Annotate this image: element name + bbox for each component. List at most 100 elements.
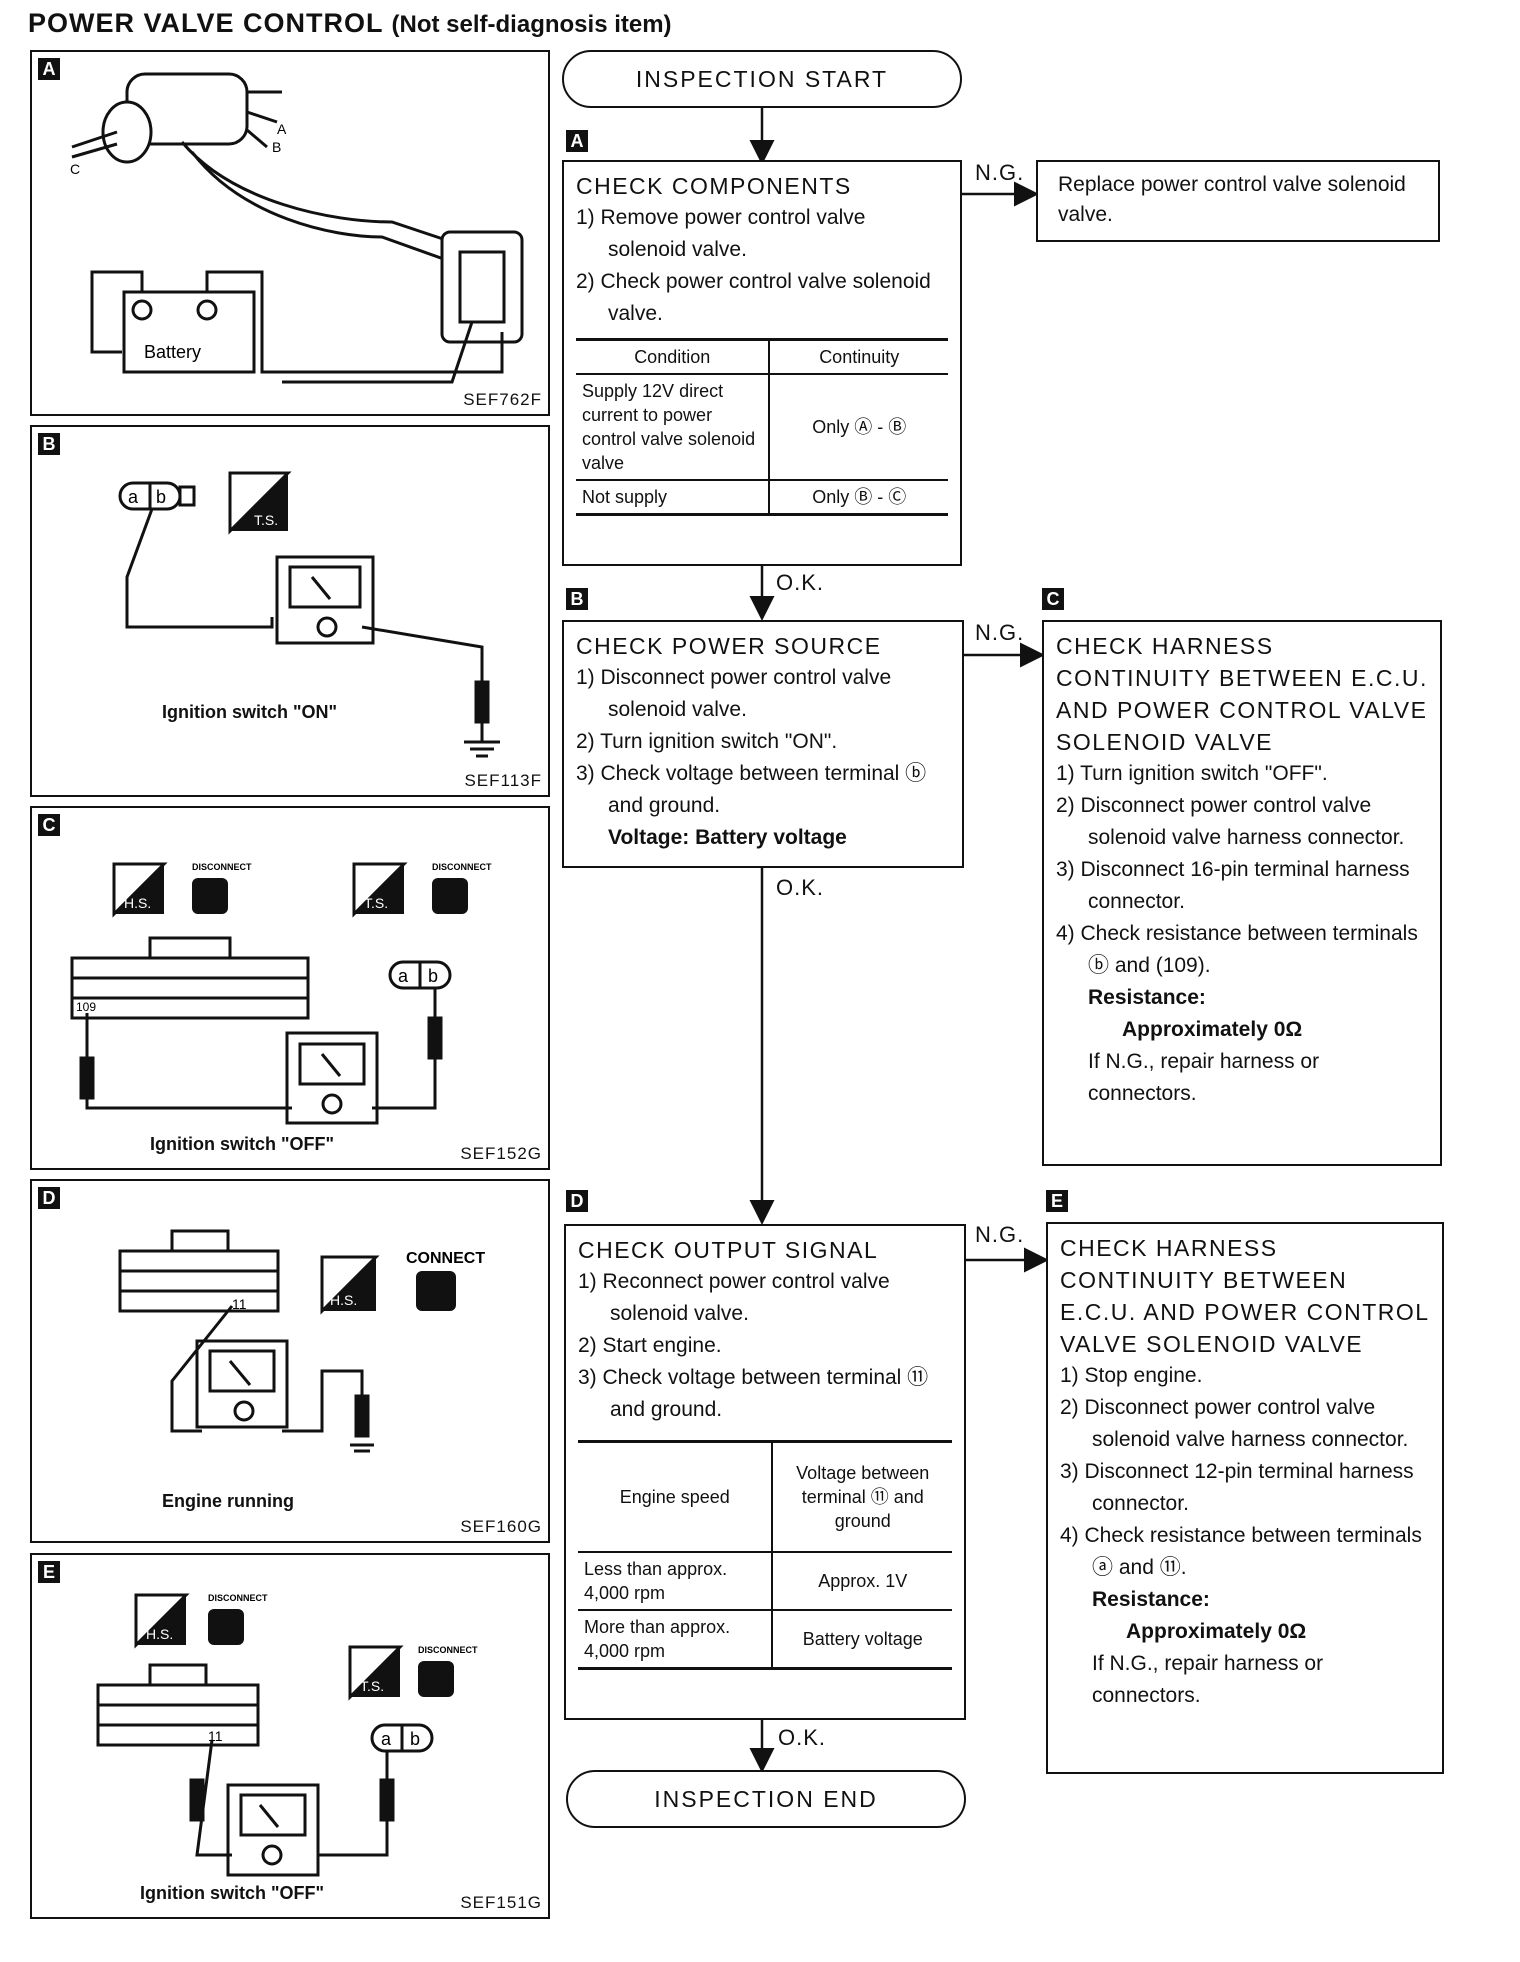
panel-tag: A xyxy=(38,58,60,80)
inspection-end: INSPECTION END xyxy=(566,1770,966,1828)
ng-label: N.G. xyxy=(975,160,1025,185)
step-check-components: CHECK COMPONENTS 1) Remove power control… xyxy=(562,160,962,566)
disconnect-label: DISCONNECT xyxy=(418,1645,478,1655)
table-cell: More than approx. 4,000 rpm xyxy=(578,1610,774,1669)
figure-panel-a: A Battery A B xyxy=(30,50,550,416)
ohmmeter-diagram: H.S. T.S. DISCONNECT DISCONNECT 109 a b xyxy=(70,862,492,1125)
table-header: Condition xyxy=(576,339,771,374)
pin-109: 109 xyxy=(76,1000,96,1014)
table-cell: Supply 12V direct current to power contr… xyxy=(576,374,771,480)
step-line: 3) Check voltage between terminal ⑪ and … xyxy=(578,1366,929,1421)
battery-label: Battery xyxy=(144,342,201,362)
panel-tag: E xyxy=(38,1561,60,1583)
table-cell: Only Ⓐ - Ⓑ xyxy=(812,417,907,437)
ng-label: N.G. xyxy=(975,620,1025,645)
resistance-value: Approximately 0Ω xyxy=(1126,1620,1307,1643)
panel-tag: C xyxy=(38,814,60,836)
disconnect-label: DISCONNECT xyxy=(208,1593,268,1603)
step-tag: A xyxy=(566,130,588,152)
table-cell: Battery voltage xyxy=(802,1629,923,1649)
step-tag: C xyxy=(1042,588,1064,610)
title-sub: (Not self-diagnosis item) xyxy=(391,11,672,38)
title-main: POWER VALVE CONTROL xyxy=(28,8,384,38)
figure-code: SEF113F xyxy=(464,771,542,790)
voltage-table: Engine speed Voltage between terminal ⑪ … xyxy=(578,1440,952,1670)
ok-label: O.K. xyxy=(776,875,825,900)
step-line: 2) Check power control valve solenoid va… xyxy=(576,270,931,325)
step-line: 1) Turn ignition switch "OFF". xyxy=(1056,762,1328,785)
step-check-harness-c: CHECK HARNESS CONTINUITY BETWEEN E.C.U. … xyxy=(1042,620,1442,1166)
figure-panel-e: E 11 H.S. T.S. DISCONNECT DISCONNECT a b xyxy=(30,1553,550,1919)
step-heading: CHECK HARNESS CONTINUITY BETWEEN E.C.U. … xyxy=(1056,633,1428,755)
figure-code: SEF152G xyxy=(460,1144,542,1163)
step-note: If N.G., repair harness or connectors. xyxy=(1092,1652,1324,1707)
table-header: Voltage between terminal ⑪ and ground xyxy=(796,1463,930,1531)
step-line: 2) Disconnect power control valve soleno… xyxy=(1060,1396,1409,1451)
step-line: 4) Check resistance between terminals ⓐ … xyxy=(1060,1524,1422,1579)
connector-b: b xyxy=(428,966,438,986)
pin-c-label: C xyxy=(70,161,80,177)
resistance-label: Resistance: xyxy=(1088,986,1206,1009)
ts-label: T.S. xyxy=(360,1678,384,1694)
panel-tag: B xyxy=(38,433,60,455)
step-check-output-signal: CHECK OUTPUT SIGNAL 1) Reconnect power c… xyxy=(564,1224,966,1720)
solenoid-valve-wiring-diagram: Battery A B C xyxy=(70,72,524,384)
table-cell: Less than approx. 4,000 rpm xyxy=(578,1552,774,1610)
figure-caption: Ignition switch "ON" xyxy=(162,702,338,722)
ts-label: T.S. xyxy=(254,512,278,528)
resistance-value: Approximately 0Ω xyxy=(1122,1018,1303,1041)
figure-code: SEF160G xyxy=(460,1517,542,1536)
figure-caption: Engine running xyxy=(162,1491,294,1511)
step-check-harness-e: CHECK HARNESS CONTINUITY BETWEEN E.C.U. … xyxy=(1046,1222,1444,1774)
figure-panel-d: D 11 H.S. CONNECT Engine running SEF160G xyxy=(30,1179,550,1543)
figure-code: SEF151G xyxy=(460,1893,542,1912)
step-heading: CHECK COMPONENTS xyxy=(576,173,852,199)
table-cell: Not supply xyxy=(576,480,771,515)
connector-b: b xyxy=(410,1729,420,1749)
step-check-power-source: CHECK POWER SOURCE 1) Disconnect power c… xyxy=(562,620,964,868)
step-tag: D xyxy=(566,1190,588,1212)
output-signal-diagram: 11 H.S. CONNECT xyxy=(118,1229,485,1453)
connector-a: a xyxy=(398,966,409,986)
step-line: 4) Check resistance between terminals ⓑ … xyxy=(1056,922,1418,977)
step-heading: CHECK OUTPUT SIGNAL xyxy=(578,1237,879,1263)
table-header: Continuity xyxy=(819,347,900,367)
step-line: 2) Disconnect power control valve soleno… xyxy=(1056,794,1405,849)
connector-b: b xyxy=(156,487,166,507)
ok-label: O.K. xyxy=(778,1725,827,1750)
page-title: POWER VALVE CONTROL (Not self-diagnosis … xyxy=(28,8,672,39)
step-line: 3) Disconnect 12-pin terminal harness co… xyxy=(1060,1460,1414,1515)
step-heading: CHECK POWER SOURCE xyxy=(576,633,882,659)
connector-a: a xyxy=(128,487,139,507)
ok-label: O.K. xyxy=(776,570,825,595)
figure-panel-c: C H.S. T.S. DISCONNECT DISCONNECT 109 a … xyxy=(30,806,550,1170)
harness-resistance-diagram: 11 H.S. T.S. DISCONNECT DISCONNECT a b xyxy=(96,1593,478,1877)
step-line: 1) Disconnect power control valve soleno… xyxy=(576,666,892,721)
figure-caption: Ignition switch "OFF" xyxy=(140,1883,325,1903)
step-line: 2) Start engine. xyxy=(578,1334,722,1357)
continuity-table: Condition Continuity Supply 12V direct c… xyxy=(576,338,948,516)
table-cell: Only Ⓑ - Ⓒ xyxy=(812,487,907,507)
hs-label: H.S. xyxy=(330,1292,357,1308)
connect-label: CONNECT xyxy=(406,1250,485,1267)
step-line: 3) Disconnect 16-pin terminal harness co… xyxy=(1056,858,1410,913)
figure-panel-b: B a b T.S. Ignition switch "ON" SEF113F xyxy=(30,425,550,797)
step-line: 2) Turn ignition switch "ON". xyxy=(576,730,838,753)
panel-tag: D xyxy=(38,1187,60,1209)
pin-a-label: A xyxy=(277,121,287,137)
resistance-label: Resistance: xyxy=(1092,1588,1210,1611)
table-cell: Approx. 1V xyxy=(818,1571,908,1591)
step-line: 1) Reconnect power control valve solenoi… xyxy=(578,1270,890,1325)
disconnect-label: DISCONNECT xyxy=(432,862,492,872)
hs-label: H.S. xyxy=(124,895,151,911)
step-heading: CHECK HARNESS CONTINUITY BETWEEN E.C.U. … xyxy=(1060,1235,1429,1357)
step-line: 1) Stop engine. xyxy=(1060,1364,1203,1387)
voltmeter-diagram: a b T.S. xyxy=(118,471,500,758)
step-tag: E xyxy=(1046,1190,1068,1212)
figure-code: SEF762F xyxy=(463,390,542,409)
step-note: If N.G., repair harness or connectors. xyxy=(1088,1050,1320,1105)
connector-a: a xyxy=(381,1729,392,1749)
step-result: Voltage: Battery voltage xyxy=(608,826,847,849)
inspection-start: INSPECTION START xyxy=(562,50,962,108)
